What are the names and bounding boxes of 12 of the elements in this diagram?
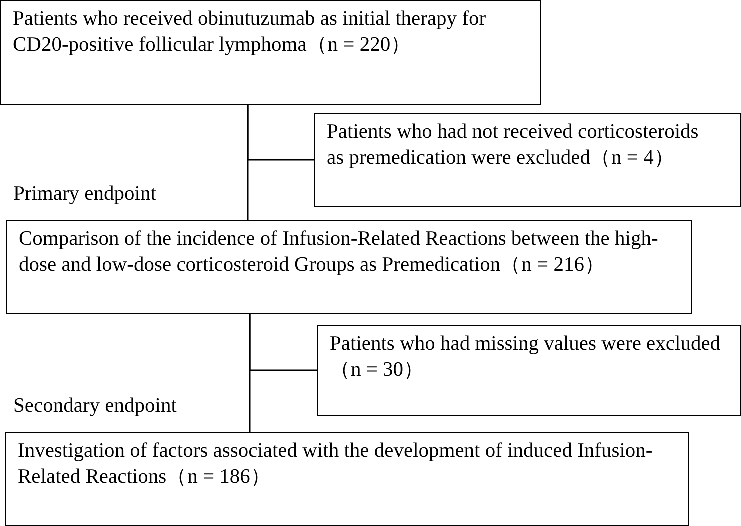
box-text: Patients who had not received corticosteroids as premedication were excluded（n = 4） [327,120,700,171]
section-label: Secondary endpoint [14,394,177,418]
connector-line [249,314,251,432]
flowchart-box [0,0,541,105]
section-label: Primary endpoint [14,182,156,206]
flowchart-box [314,113,741,207]
box-text: Patients who received obinutuzumab as initial therapy for CD20-positive follicular lymphoma（n = 220） [13,7,488,58]
flowchart-box [317,325,741,416]
connector-line [247,105,249,220]
box-text: Patients who had missing values were excluded（n = 30） [330,332,722,383]
box-text: Comparison of the incidence of Infusion-Related Reactions between the high-dose and low-dose corticosteroid Groups as Premedication（n = 216） [19,227,660,278]
box-text: Investigation of factors associated with the development of induced Infusion-Related Reactions（n = 186） [18,439,654,490]
